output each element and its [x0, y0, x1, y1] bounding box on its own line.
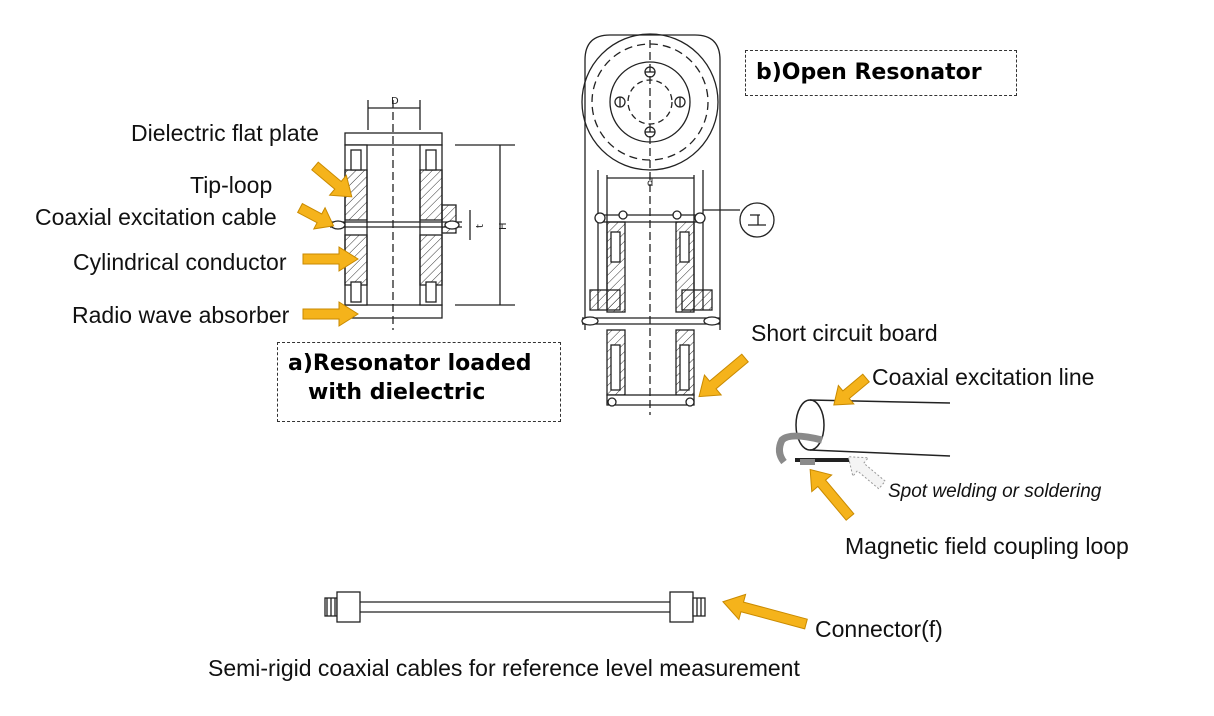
- dimension-h: H: [498, 222, 509, 230]
- label-dielectric-flat-plate: Dielectric flat plate: [131, 120, 319, 146]
- box-resonator-loaded: a)Resonator loaded with dielectric: [277, 342, 561, 422]
- label-connector: Connector(f): [815, 616, 943, 642]
- dimension-d-upper: D: [391, 96, 399, 107]
- label-cylindrical-conductor: Cylindrical conductor: [73, 249, 287, 275]
- resonator-b-drawing: [581, 33, 775, 415]
- arrow-coupling-loop: [809, 468, 855, 521]
- label-tip-loop: Tip-loop: [190, 172, 273, 198]
- callout-arrows: [296, 161, 870, 630]
- box-resonator-loaded-line2: with dielectric: [308, 380, 486, 405]
- label-radio-wave-absorber: Radio wave absorber: [72, 302, 290, 328]
- label-coaxial-excitation-line: Coaxial excitation line: [872, 364, 1095, 390]
- arrow-tip-loop: [296, 202, 335, 230]
- label-coaxial-excitation-cable: Coaxial excitation cable: [35, 204, 277, 230]
- label-short-circuit-board: Short circuit board: [751, 320, 938, 346]
- dimension-t: t: [475, 224, 486, 228]
- label-spot-welding: Spot welding or soldering: [888, 481, 1102, 502]
- semi-rigid-cable-drawing: [324, 591, 706, 623]
- caption-semi-rigid-cables: Semi-rigid coaxial cables for reference …: [208, 655, 800, 681]
- arrow-dielectric-plate: [311, 161, 353, 198]
- label-magnetic-field-coupling-loop: Magnetic field coupling loop: [845, 533, 1129, 559]
- resonator-a-drawing: [330, 100, 515, 330]
- coaxial-line-detail: [775, 399, 951, 465]
- arrow-radio-absorber: [302, 301, 359, 327]
- arrow-spot-welding: [847, 456, 886, 490]
- box-open-resonator-text: b)Open Resonator: [756, 60, 982, 85]
- dimension-d-lower: d: [647, 178, 653, 189]
- arrow-cylindrical-conductor: [302, 246, 359, 272]
- arrow-short-circuit-board: [698, 353, 749, 398]
- arrow-coaxial-line: [833, 373, 870, 406]
- box-open-resonator: b)Open Resonator: [745, 50, 1017, 96]
- box-resonator-loaded-line1: a)Resonator loaded: [288, 351, 532, 376]
- arrow-connector: [722, 593, 808, 630]
